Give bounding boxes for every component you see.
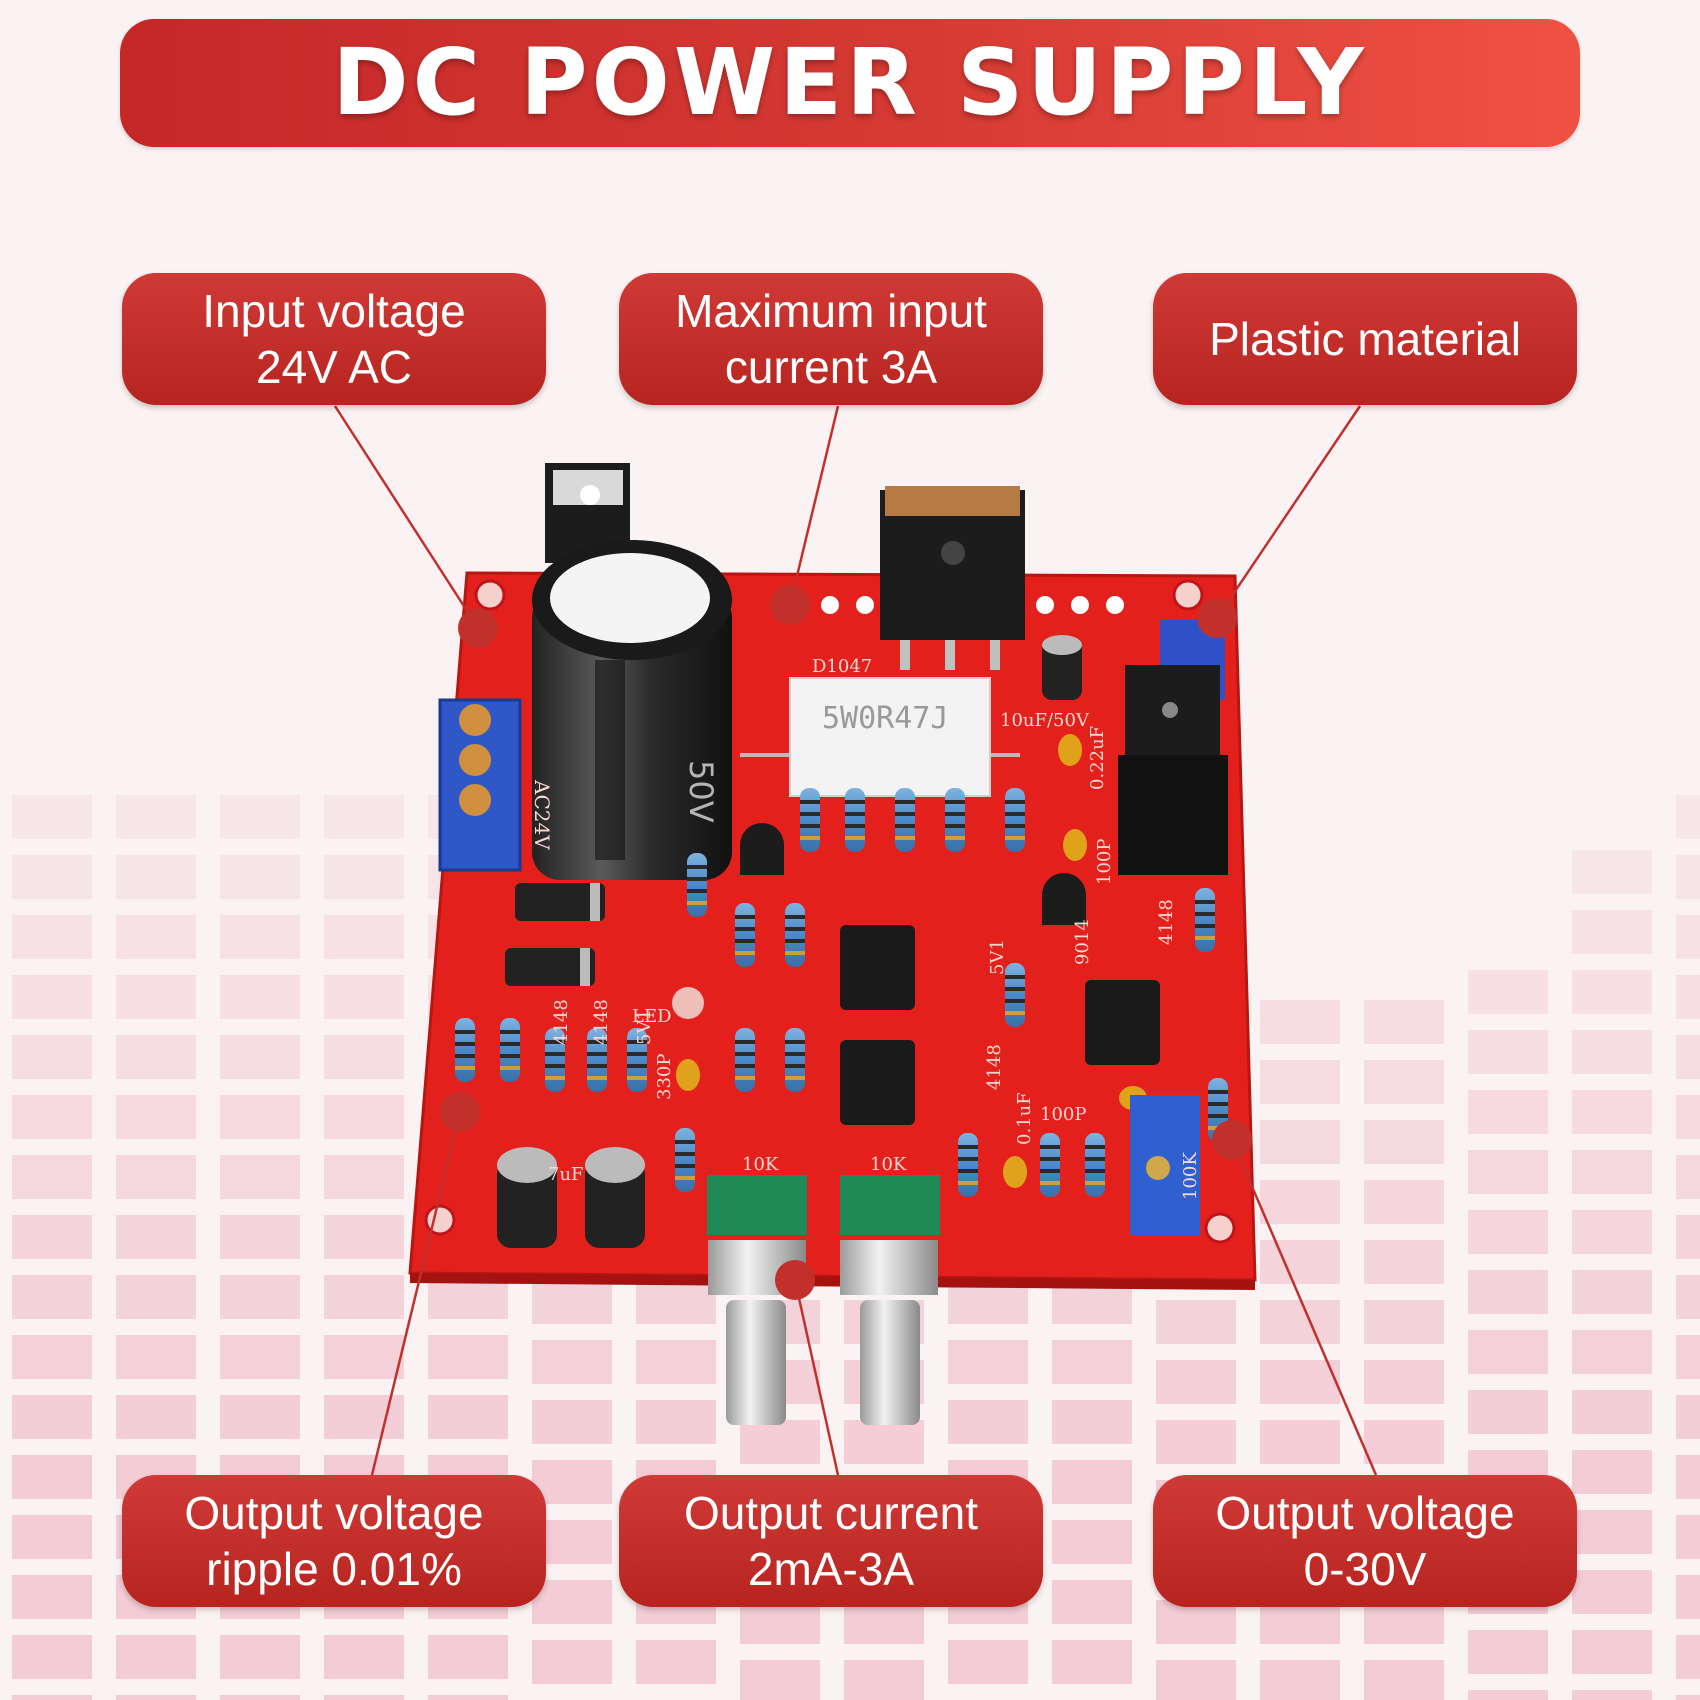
regulator-heatsink <box>1118 620 1228 875</box>
callout-max-input-current-line2: current 3A <box>724 341 938 393</box>
cap-10uf-label: 10uF/50V <box>1000 710 1090 731</box>
transistor-9014-label: 9014 <box>1072 919 1093 965</box>
svg-text:7uF: 7uF <box>548 1164 584 1185</box>
svg-text:5V1: 5V1 <box>987 939 1008 975</box>
callout-output-voltage: Output voltage 0-30V <box>1153 1475 1577 1607</box>
main-capacitor: 50V <box>532 540 732 880</box>
svg-text:0.1uF: 0.1uF <box>1014 1092 1035 1145</box>
ac-terminal-block: AC24V <box>438 698 554 872</box>
cap-labels: 0.22uF 100P 100P 0.1uF 330P <box>654 726 1115 1145</box>
small-electrolytic-caps: 7uF <box>497 1147 645 1248</box>
svg-text:100P: 100P <box>1094 839 1115 885</box>
pointer-dot-output-current <box>775 1260 815 1300</box>
svg-text:0.22uF: 0.22uF <box>1087 726 1108 790</box>
title-banner: DC POWER SUPPLY <box>120 19 1580 147</box>
callout-plastic-material-line1: Plastic material <box>1209 313 1521 365</box>
pointer-dot-ripple <box>440 1092 480 1132</box>
trimmer-pot: 100K <box>1130 1095 1201 1235</box>
svg-text:4148: 4148 <box>551 999 572 1045</box>
svg-text:5V1: 5V1 <box>634 1009 655 1045</box>
svg-text:10K: 10K <box>742 1154 779 1175</box>
callout-max-input-current: Maximum input current 3A <box>619 273 1043 405</box>
main-capacitor-rating: 50V <box>682 760 720 823</box>
small-capacitor-10uf: 10uF/50V <box>1000 635 1090 731</box>
svg-text:100K: 100K <box>1180 1152 1201 1200</box>
op-amp-chips <box>840 925 1160 1125</box>
svg-text:4148: 4148 <box>1156 899 1177 945</box>
callout-output-voltage-line2: 0-30V <box>1303 1543 1427 1595</box>
callout-input-voltage-line1: Input voltage <box>202 285 466 337</box>
callout-output-ripple-line1: Output voltage <box>184 1487 484 1539</box>
callout-output-current: Output current 2mA-3A <box>619 1475 1043 1607</box>
resistors <box>455 788 1228 1197</box>
svg-text:4148: 4148 <box>984 1044 1005 1090</box>
ceramic-capacitors <box>676 734 1147 1188</box>
svg-text:LED: LED <box>632 1006 672 1027</box>
page-title: DC POWER SUPPLY <box>332 29 1368 136</box>
potentiometers: 10K 10K <box>707 1154 940 1425</box>
callout-output-voltage-line1: Output voltage <box>1215 1487 1515 1539</box>
svg-text:330P: 330P <box>654 1054 675 1100</box>
callout-output-current-line1: Output current <box>683 1487 979 1539</box>
callout-output-ripple-line2: ripple 0.01% <box>206 1543 462 1595</box>
led <box>672 987 704 1019</box>
small-transistors <box>740 823 1086 925</box>
callout-input-voltage-line2: 24V AC <box>256 341 412 393</box>
pointer-dot-input-voltage <box>458 608 498 648</box>
callout-output-current-line2: 2mA-3A <box>747 1543 915 1595</box>
pointer-dot-plastic-material <box>1197 598 1237 638</box>
power-resistor-label: 5W0R47J <box>822 701 948 736</box>
svg-text:10K: 10K <box>870 1154 907 1175</box>
callout-input-voltage: Input voltage 24V AC <box>122 273 546 405</box>
callout-max-input-current-line1: Maximum input <box>675 285 987 337</box>
rectifier-diodes <box>505 883 605 986</box>
svg-text:100P: 100P <box>1040 1104 1086 1125</box>
callout-output-ripple: Output voltage ripple 0.01% <box>122 1475 546 1607</box>
ac-terminal-label: AC24V <box>530 779 554 850</box>
svg-text:4148: 4148 <box>591 999 612 1045</box>
power-transistor-label: D1047 <box>812 656 872 677</box>
diode-labels: 4148 5V1 4148 4148 4148 5V1 LED <box>551 899 1177 1090</box>
callout-plastic-material: Plastic material <box>1153 273 1577 405</box>
power-resistor: 5W0R47J <box>740 677 1020 797</box>
power-transistor: D1047 <box>812 486 1025 677</box>
pointer-dot-output-voltage <box>1212 1120 1252 1160</box>
pointer-dot-max-input-current <box>770 585 810 625</box>
